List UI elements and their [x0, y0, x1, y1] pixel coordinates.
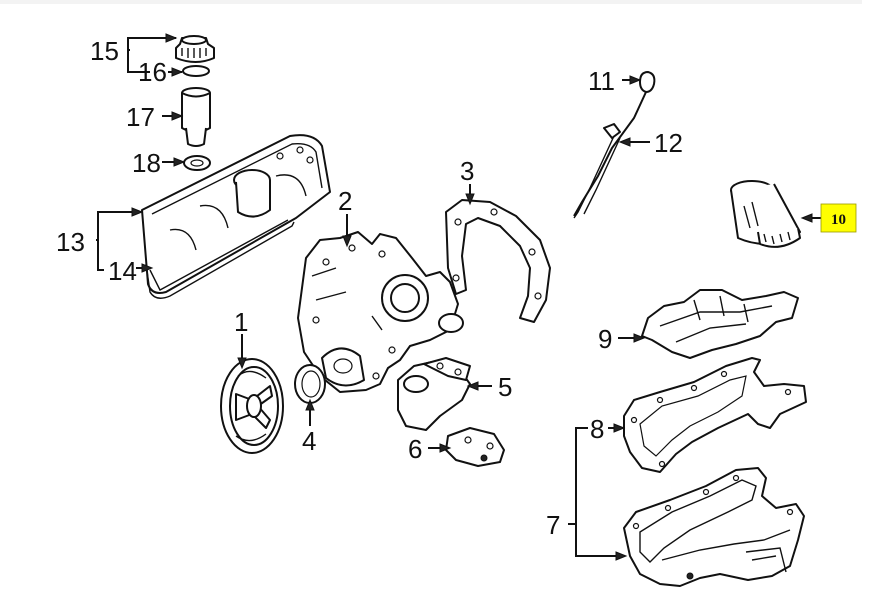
- frame-top-border: [0, 0, 862, 4]
- callout-18[interactable]: 18: [132, 148, 161, 178]
- callout-10-highlight[interactable]: 10: [820, 203, 857, 233]
- valve-cover-gasket[interactable]: [145, 219, 295, 299]
- timing-cover[interactable]: [297, 231, 464, 393]
- oil-pan-gasket[interactable]: [623, 357, 807, 473]
- valve-cover[interactable]: [141, 134, 331, 294]
- timing-cover-gasket[interactable]: [445, 199, 551, 323]
- frame-right-margin: [862, 0, 890, 611]
- windage-tray[interactable]: [641, 289, 799, 359]
- oil-filler-tube[interactable]: [181, 87, 211, 147]
- front-crank-seal[interactable]: [294, 364, 326, 404]
- callout-1[interactable]: 1: [234, 307, 248, 337]
- oil-pan[interactable]: [623, 467, 805, 587]
- callout-8[interactable]: 8: [590, 414, 604, 444]
- callout-16[interactable]: 16: [138, 57, 167, 87]
- oil-filler-cap[interactable]: [175, 35, 215, 63]
- callout-9[interactable]: 9: [598, 324, 612, 354]
- callout-10[interactable]: 10: [831, 212, 846, 228]
- oil-pump[interactable]: [397, 357, 471, 431]
- callout-14[interactable]: 14: [108, 256, 137, 286]
- oil-pump-cover[interactable]: [445, 427, 505, 467]
- callout-12[interactable]: 12: [654, 128, 683, 158]
- callout-15[interactable]: 15: [90, 36, 119, 66]
- callout-17[interactable]: 17: [126, 102, 155, 132]
- callout-7[interactable]: 7: [546, 510, 560, 540]
- callout-5[interactable]: 5: [498, 372, 512, 402]
- oil-filter[interactable]: [730, 180, 801, 248]
- callout-13[interactable]: 13: [56, 227, 85, 257]
- filler-grommet[interactable]: [183, 155, 211, 171]
- callout-4[interactable]: 4: [302, 426, 316, 456]
- callout-2[interactable]: 2: [338, 186, 352, 216]
- dipstick-tube[interactable]: [573, 123, 621, 219]
- highlight-box: [820, 203, 857, 233]
- oil-dipstick[interactable]: [573, 71, 656, 217]
- crankshaft-balancer[interactable]: [220, 358, 284, 454]
- callout-6[interactable]: 6: [408, 434, 422, 464]
- arrowheads: [131, 33, 813, 561]
- callout-3[interactable]: 3: [460, 156, 474, 186]
- filler-o-ring[interactable]: [182, 65, 210, 77]
- callout-11[interactable]: 11: [588, 66, 615, 96]
